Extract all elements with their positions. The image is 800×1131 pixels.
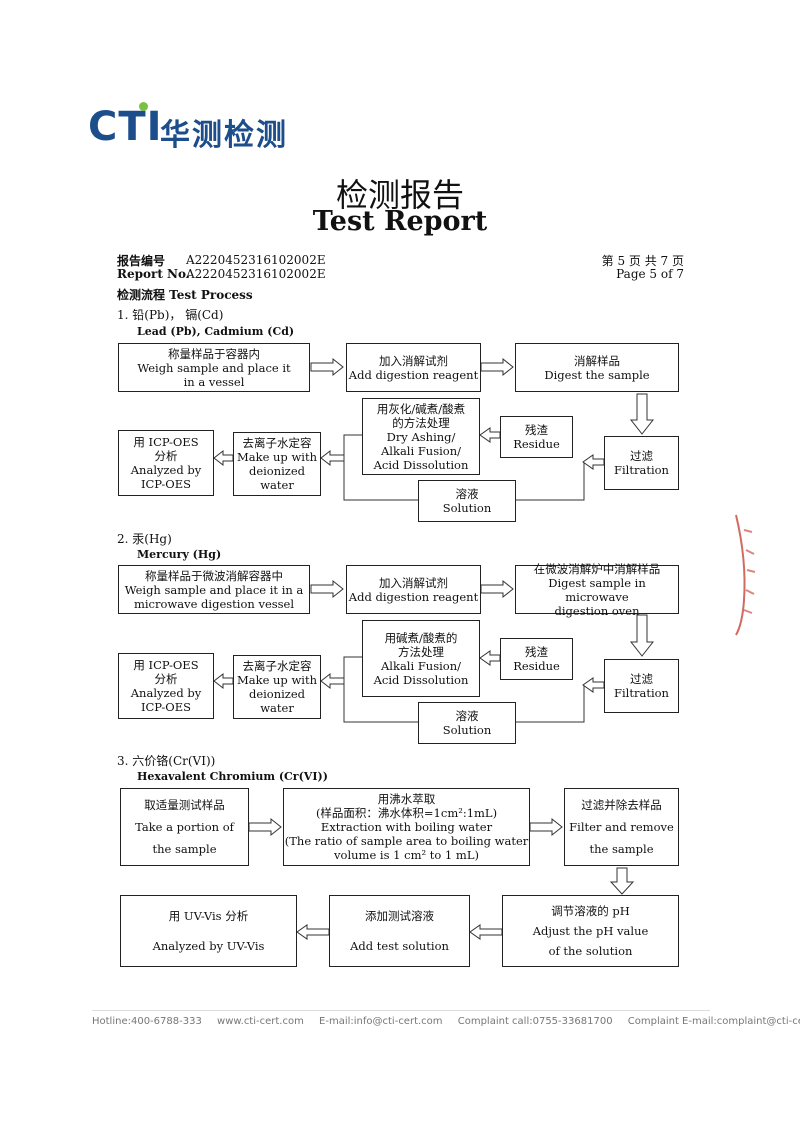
section-3-subtitle: Hexavalent Chromium (Cr(VI)) xyxy=(137,770,328,783)
process-title: 检测流程 Test Process xyxy=(117,288,253,302)
logo-text-en: CTI xyxy=(88,104,163,150)
logo-text-cn: 华测检测 xyxy=(160,118,288,153)
stamp-seal-fragment xyxy=(735,514,756,636)
footer-complaint-email[interactable]: Complaint E-mail:complaint@cti-cert.com xyxy=(627,1016,800,1027)
footer-hotline: Hotline:400-6788-333 xyxy=(92,1016,202,1027)
page-cn: 第 5 页 共 7 页 xyxy=(601,254,684,268)
page-en: Page 5 of 7 xyxy=(616,267,684,281)
footer-complaint-call: Complaint call:0755-33681700 xyxy=(457,1016,613,1027)
footer-divider xyxy=(92,1010,710,1011)
company-logo: CTI 华测检测 xyxy=(88,102,328,156)
footer-email[interactable]: E-mail:info@cti-cert.com xyxy=(319,1016,443,1027)
footer: Hotline:400-6788-333 www.cti-cert.com E-… xyxy=(92,1016,800,1027)
report-no-label-en: Report No. xyxy=(117,267,190,281)
logo-dot-icon xyxy=(139,102,148,111)
report-no-label-cn: 报告编号 xyxy=(117,254,166,268)
report-no-value-2: A2220452316102002E xyxy=(186,267,326,281)
footer-web[interactable]: www.cti-cert.com xyxy=(217,1016,304,1027)
title-cn: 检测报告 xyxy=(335,176,464,214)
report-no-value: A2220452316102002E xyxy=(186,253,326,267)
section-1-subtitle: Lead (Pb), Cadmium (Cd) xyxy=(137,325,295,338)
title-en: Test Report xyxy=(312,206,488,237)
section-2-title: 2. 汞(Hg) xyxy=(117,532,172,546)
section-2-subtitle: Mercury (Hg) xyxy=(137,548,222,561)
section-1-title: 1. 铅(Pb)， 镉(Cd) xyxy=(117,308,224,322)
section-3-title: 3. 六价铬(Cr(VI)) xyxy=(117,754,216,768)
s3-extract-box: 用沸水萃取(样品面积：沸水体积=1cm²:1mL)Extraction with… xyxy=(283,788,530,866)
